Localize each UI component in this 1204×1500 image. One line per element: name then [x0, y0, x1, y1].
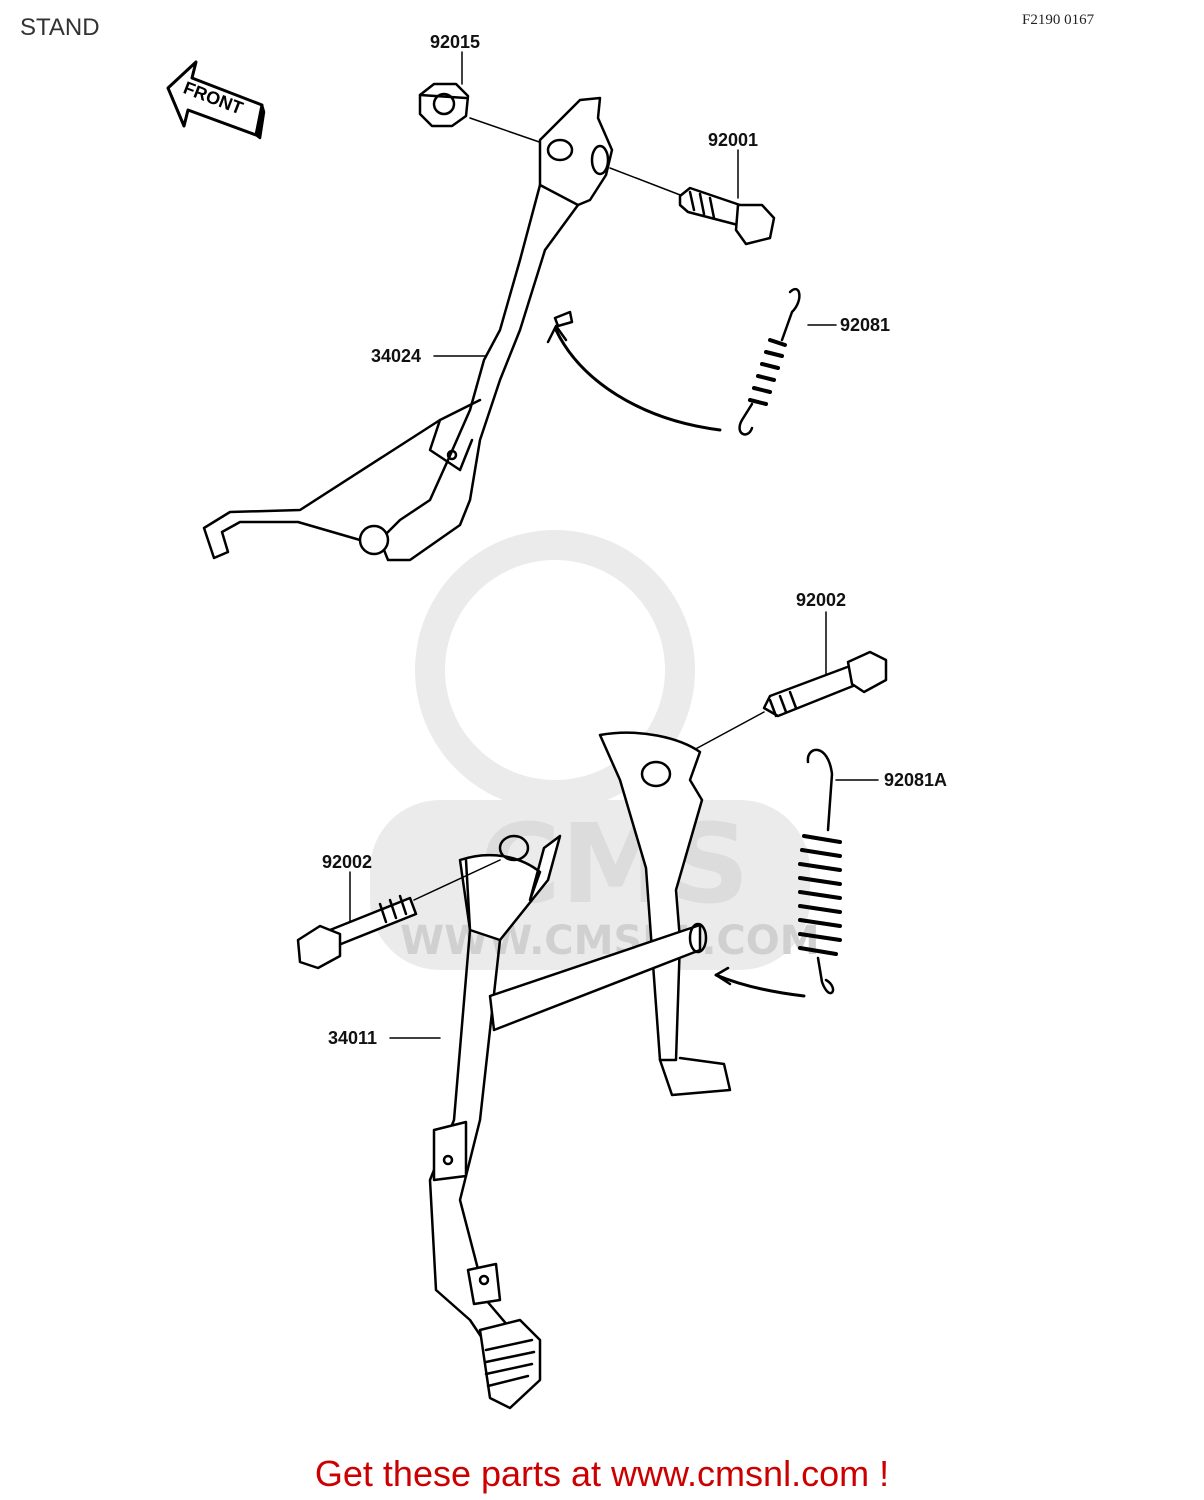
part-label-92002-lower[interactable]: 92002: [322, 852, 373, 872]
spring-92081-shape: [546, 287, 801, 436]
part-label-92015[interactable]: 92015: [430, 32, 481, 52]
bolt-92002-lower-shape: [296, 859, 501, 970]
part-label-92081[interactable]: 92081: [840, 315, 891, 335]
front-arrow: [166, 60, 266, 140]
part-label-92002-upper[interactable]: 92002: [796, 590, 847, 610]
nut-92015-shape: [418, 82, 470, 128]
bolt-92002-upper-shape: [689, 650, 888, 753]
diagram-code: F2190 0167: [1022, 12, 1095, 28]
page-title: STAND: [20, 14, 100, 41]
part-label-34024[interactable]: 34024: [371, 346, 422, 366]
center-stand-34011-shape: [428, 731, 732, 1410]
part-label-92081A[interactable]: 92081A: [884, 770, 948, 790]
footer-shop-link[interactable]: Get these parts at www.cmsnl.com !: [314, 1453, 890, 1494]
bolt-92001-shape: [609, 167, 776, 246]
part-label-92001[interactable]: 92001: [708, 130, 759, 150]
leader-lines: [349, 51, 879, 1039]
spring-92081A-shape: [714, 748, 842, 998]
side-stand-34024-shape: [202, 96, 614, 562]
part-label-34011[interactable]: 34011: [328, 1028, 378, 1048]
